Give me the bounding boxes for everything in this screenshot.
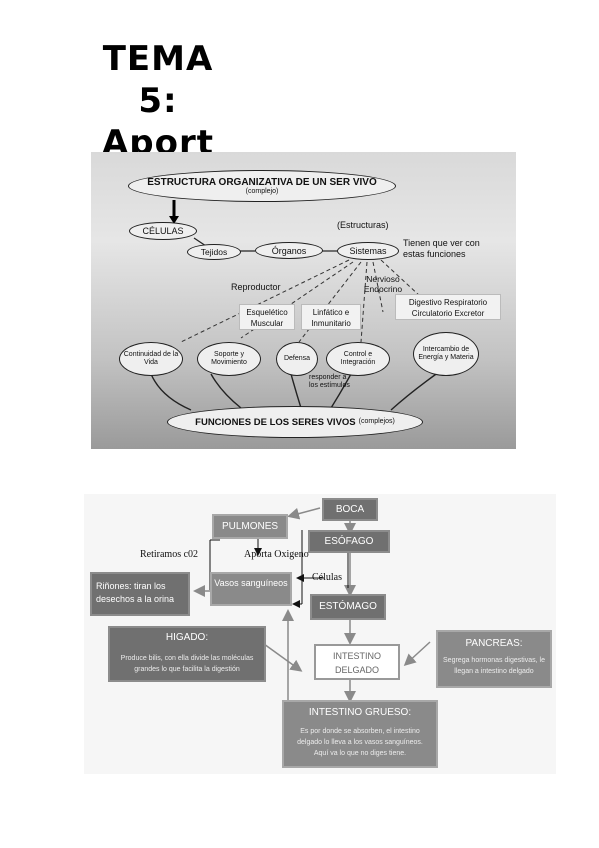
estructura-label: ESTRUCTURA ORGANIZATIVA DE UN SER VIVO [147, 176, 377, 188]
pulmones-label: PULMONES [221, 521, 279, 532]
retiramos-label: Retiramos c02 [140, 549, 199, 560]
funciones-note: (complejos) [358, 418, 395, 425]
nervioso-label: Nervioso Endocrino [363, 274, 403, 294]
esqueletico-label: Esquelético Muscular [246, 308, 288, 328]
title-line-1: TEMA [102, 39, 214, 79]
soporte-label: Soporte y Movimiento [211, 351, 247, 366]
soporte-oval: Soporte y Movimiento [197, 342, 261, 376]
rinones-box: Riñones: tiran los desechos a la orina [90, 572, 190, 616]
boca-label: BOCA [335, 504, 365, 515]
estructura-note: (complejo) [245, 187, 279, 195]
defensa-oval: Defensa [276, 342, 318, 376]
digestivo-box: Digestivo Respiratorio Circulatorio Excr… [395, 294, 501, 320]
responder-label: responder a los estímulos [309, 374, 350, 389]
vasos-label: Vasos sanguíneos [214, 578, 288, 588]
organos-label: Órganos [271, 245, 307, 256]
organos-oval: Órganos [255, 242, 323, 259]
higado-title: HIGADO: [165, 632, 209, 643]
page-title: TEMA 5: Aport [96, 38, 220, 156]
vasos-box: Vasos sanguíneos [210, 572, 292, 606]
funciones-oval: FUNCIONES DE LOS SERES VIVOS (complejos) [167, 406, 423, 438]
intestino-delgado-box: INTESTINO DELGADO [314, 644, 400, 680]
defensa-label: Defensa [283, 355, 311, 362]
estructura-oval: ESTRUCTURA ORGANIZATIVA DE UN SER VIVO (… [128, 170, 396, 202]
organization-diagram: ESTRUCTURA ORGANIZATIVA DE UN SER VIVO (… [91, 152, 516, 449]
esofago-label: ESÓFAGO [324, 536, 374, 547]
sistemas-oval: Sistemas [337, 242, 399, 260]
title-line-2: 5: [138, 81, 178, 121]
continuidad-oval: Continuidad de la Vida [119, 342, 183, 376]
intestino-grueso-text: Es por donde se absorben, el intestino d… [297, 728, 423, 757]
sistemas-label: Sistemas [349, 246, 387, 256]
tienen-text: Tienen que ver con estas funciones [403, 238, 480, 259]
estomago-box: ESTÓMAGO [310, 594, 386, 620]
higado-text: Produce bilis, con ella divide las moléc… [120, 655, 254, 673]
pancreas-text: Segrega hormonas digestivas, le llegan a… [443, 657, 545, 675]
digestivo-label: Digestivo Respiratorio Circulatorio Excr… [408, 298, 488, 318]
reproductor-label: Reproductor [231, 282, 281, 292]
celulas-label: CÉLULAS [142, 226, 184, 236]
funciones-label: FUNCIONES DE LOS SERES VIVOS [195, 416, 356, 428]
esqueletico-box: Esquelético Muscular [239, 304, 295, 330]
celulas-label-2: Células [312, 572, 342, 583]
pulmones-box: PULMONES [212, 514, 288, 539]
intestino-delgado-label: INTESTINO DELGADO [332, 651, 381, 675]
estomago-label: ESTÓMAGO [319, 601, 377, 612]
digestive-diagram: BOCA ESÓFAGO PULMONES Retiramos c02 Apor… [84, 494, 556, 774]
higado-box: HIGADO: Produce bilis, con ella divide l… [108, 626, 266, 682]
intestino-grueso-box: INTESTINO GRUESO: Es por donde se absorb… [282, 700, 438, 768]
intercambio-oval: Intercambio de Energía y Materia [413, 332, 479, 376]
esofago-box: ESÓFAGO [308, 530, 390, 553]
tejidos-oval: Tejidos [187, 244, 241, 260]
organization-connectors [150, 200, 440, 411]
control-label: Control e Integración [340, 351, 376, 366]
digestive-connectors [193, 507, 431, 703]
linfatico-box: Linfático e Inmunitario [301, 304, 361, 330]
intercambio-label: Intercambio de Energía y Materia [418, 346, 474, 361]
title-line-3: Aport [101, 123, 215, 156]
rinones-label: Riñones: tiran los desechos a la orina [96, 581, 175, 604]
tejidos-label: Tejidos [200, 247, 228, 257]
linfatico-label: Linfático e Inmunitario [311, 308, 351, 328]
intestino-grueso-title: INTESTINO GRUESO: [308, 707, 412, 718]
aporta-label: Aporta Oxigeno [244, 549, 309, 560]
pancreas-box: PANCREAS: Segrega hormonas digestivas, l… [436, 630, 552, 688]
continuidad-label: Continuidad de la Vida [123, 351, 179, 366]
celulas-oval: CÉLULAS [129, 222, 197, 240]
pancreas-title: PANCREAS: [465, 638, 523, 649]
control-oval: Control e Integración [326, 342, 390, 376]
boca-box: BOCA [322, 498, 378, 521]
estructuras-label: (Estructuras) [337, 220, 389, 230]
